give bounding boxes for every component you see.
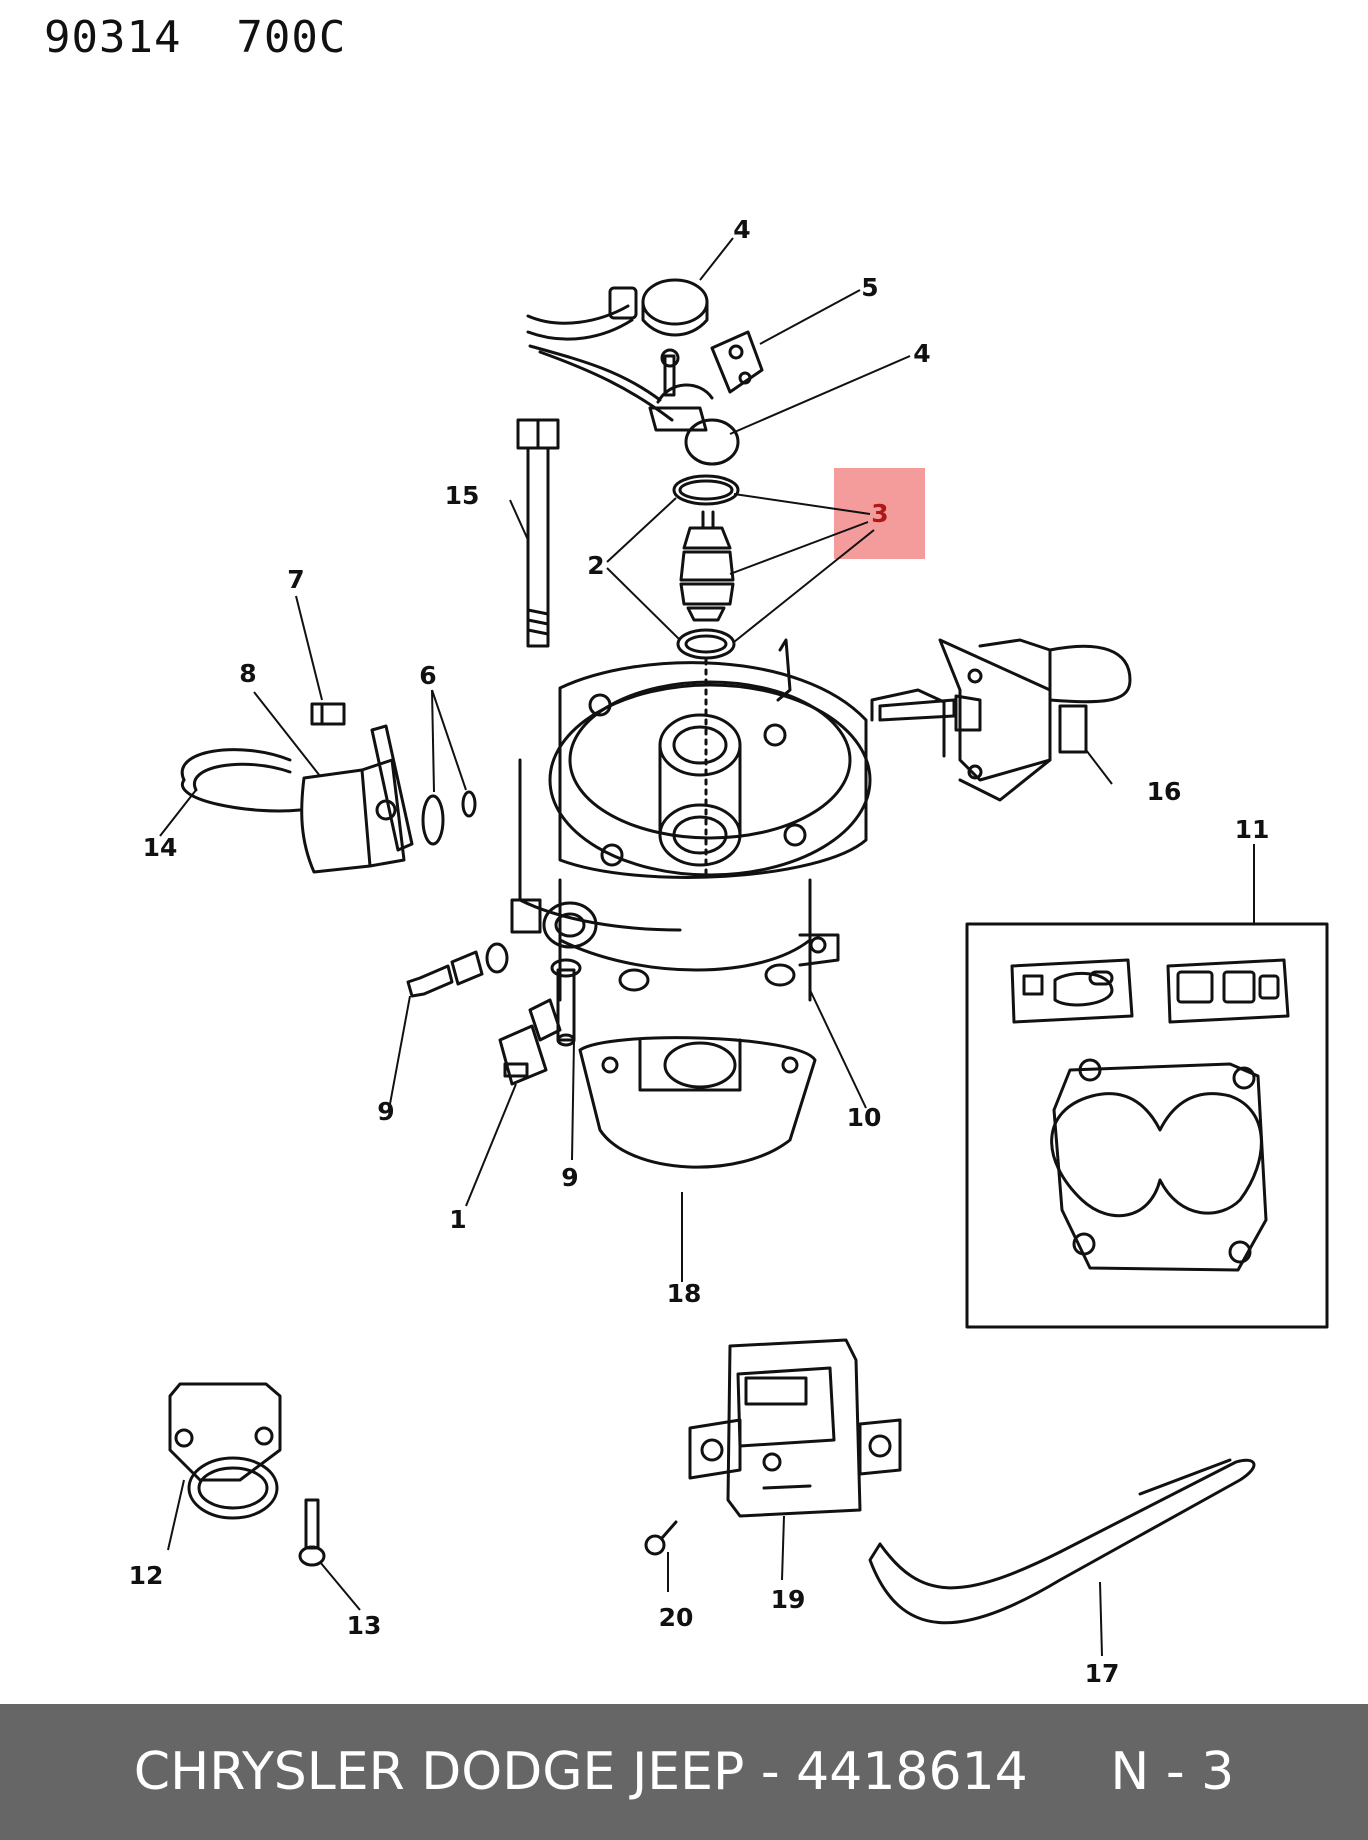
screw <box>298 1498 326 1567</box>
air-motor <box>180 702 477 874</box>
gasket-kit <box>965 922 1329 1329</box>
leader-lines <box>159 237 1255 1657</box>
callout-15: 15 <box>445 481 480 510</box>
callout-13: 13 <box>347 1611 382 1640</box>
callout-16: 16 <box>1147 777 1182 806</box>
callout-10: 10 <box>847 1103 882 1132</box>
callout-9-center: 9 <box>561 1163 578 1192</box>
callout-3: 3 <box>871 499 888 528</box>
callout-17: 17 <box>1085 1659 1120 1688</box>
footer-banner: CHRYSLER DODGE JEEP - 4418614 N - 3 <box>0 1704 1368 1840</box>
position-sensor <box>168 1382 282 1520</box>
callout-labels: 1 2 3 4 5 4 6 7 8 9 9 10 11 12 13 14 15 … <box>129 215 1270 1688</box>
speed-motor <box>870 638 1132 802</box>
callout-4-upper: 4 <box>733 215 750 244</box>
part-number-caption: CHRYSLER DODGE JEEP - 4418614 N - 3 <box>133 1742 1235 1802</box>
diagram-code: 90314 700C <box>44 12 347 63</box>
callout-5: 5 <box>861 273 878 302</box>
highlight-box <box>834 468 925 559</box>
small-screw <box>644 1520 678 1556</box>
vacuum-hose <box>868 1458 1256 1625</box>
callout-20: 20 <box>659 1603 694 1632</box>
callout-12: 12 <box>129 1561 164 1590</box>
callout-7: 7 <box>287 565 304 594</box>
harness-assembly <box>526 278 764 466</box>
callout-18: 18 <box>667 1279 702 1308</box>
fuel-fittings <box>406 942 582 1047</box>
injector-assembly <box>672 474 740 882</box>
connector <box>498 998 562 1086</box>
callout-4-lower: 4 <box>913 339 930 368</box>
callout-14: 14 <box>143 833 178 862</box>
parts-diagram: 1 2 3 4 5 4 6 7 8 9 9 10 11 12 13 14 15 … <box>129 215 1329 1688</box>
callout-19: 19 <box>771 1585 806 1614</box>
base-plate <box>578 1036 817 1169</box>
callout-6: 6 <box>419 661 436 690</box>
callout-9-left: 9 <box>377 1097 394 1126</box>
callout-2: 2 <box>587 551 604 580</box>
throttle-body <box>510 638 872 1002</box>
sensor-module <box>688 1338 902 1518</box>
long-bolt <box>516 418 560 648</box>
callout-11: 11 <box>1235 815 1270 844</box>
callout-8: 8 <box>239 659 256 688</box>
callout-1: 1 <box>449 1205 466 1234</box>
